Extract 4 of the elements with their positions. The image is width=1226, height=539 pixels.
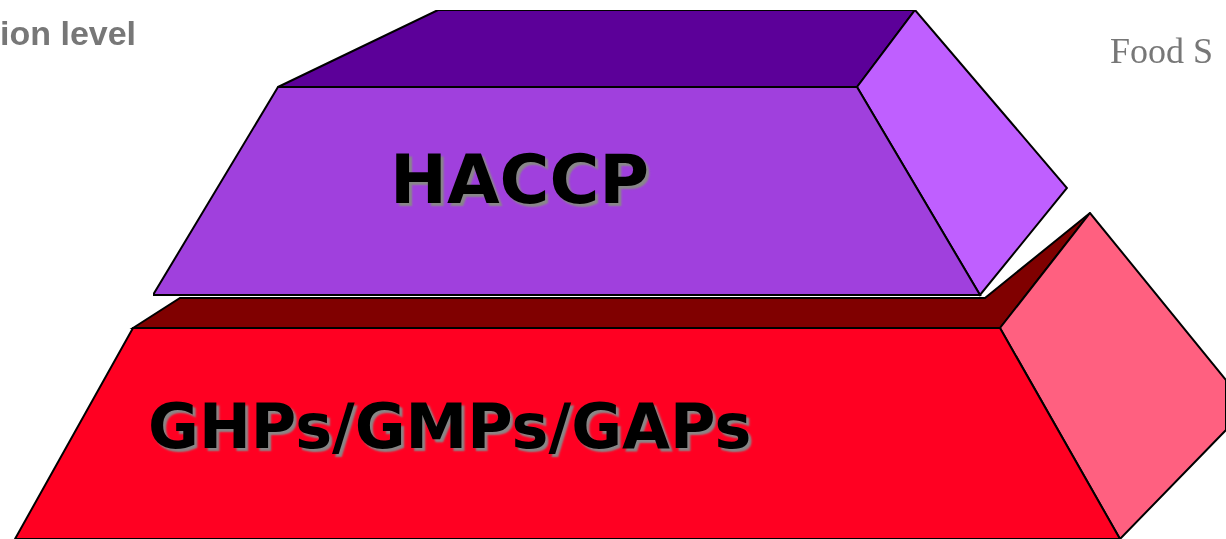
layer-label: GHPs/GMPs/GAPs bbox=[148, 390, 752, 463]
heading-text: Food S bbox=[1110, 30, 1214, 72]
heading-text: ion level bbox=[0, 14, 137, 53]
layer-label: HACCP bbox=[390, 140, 650, 219]
